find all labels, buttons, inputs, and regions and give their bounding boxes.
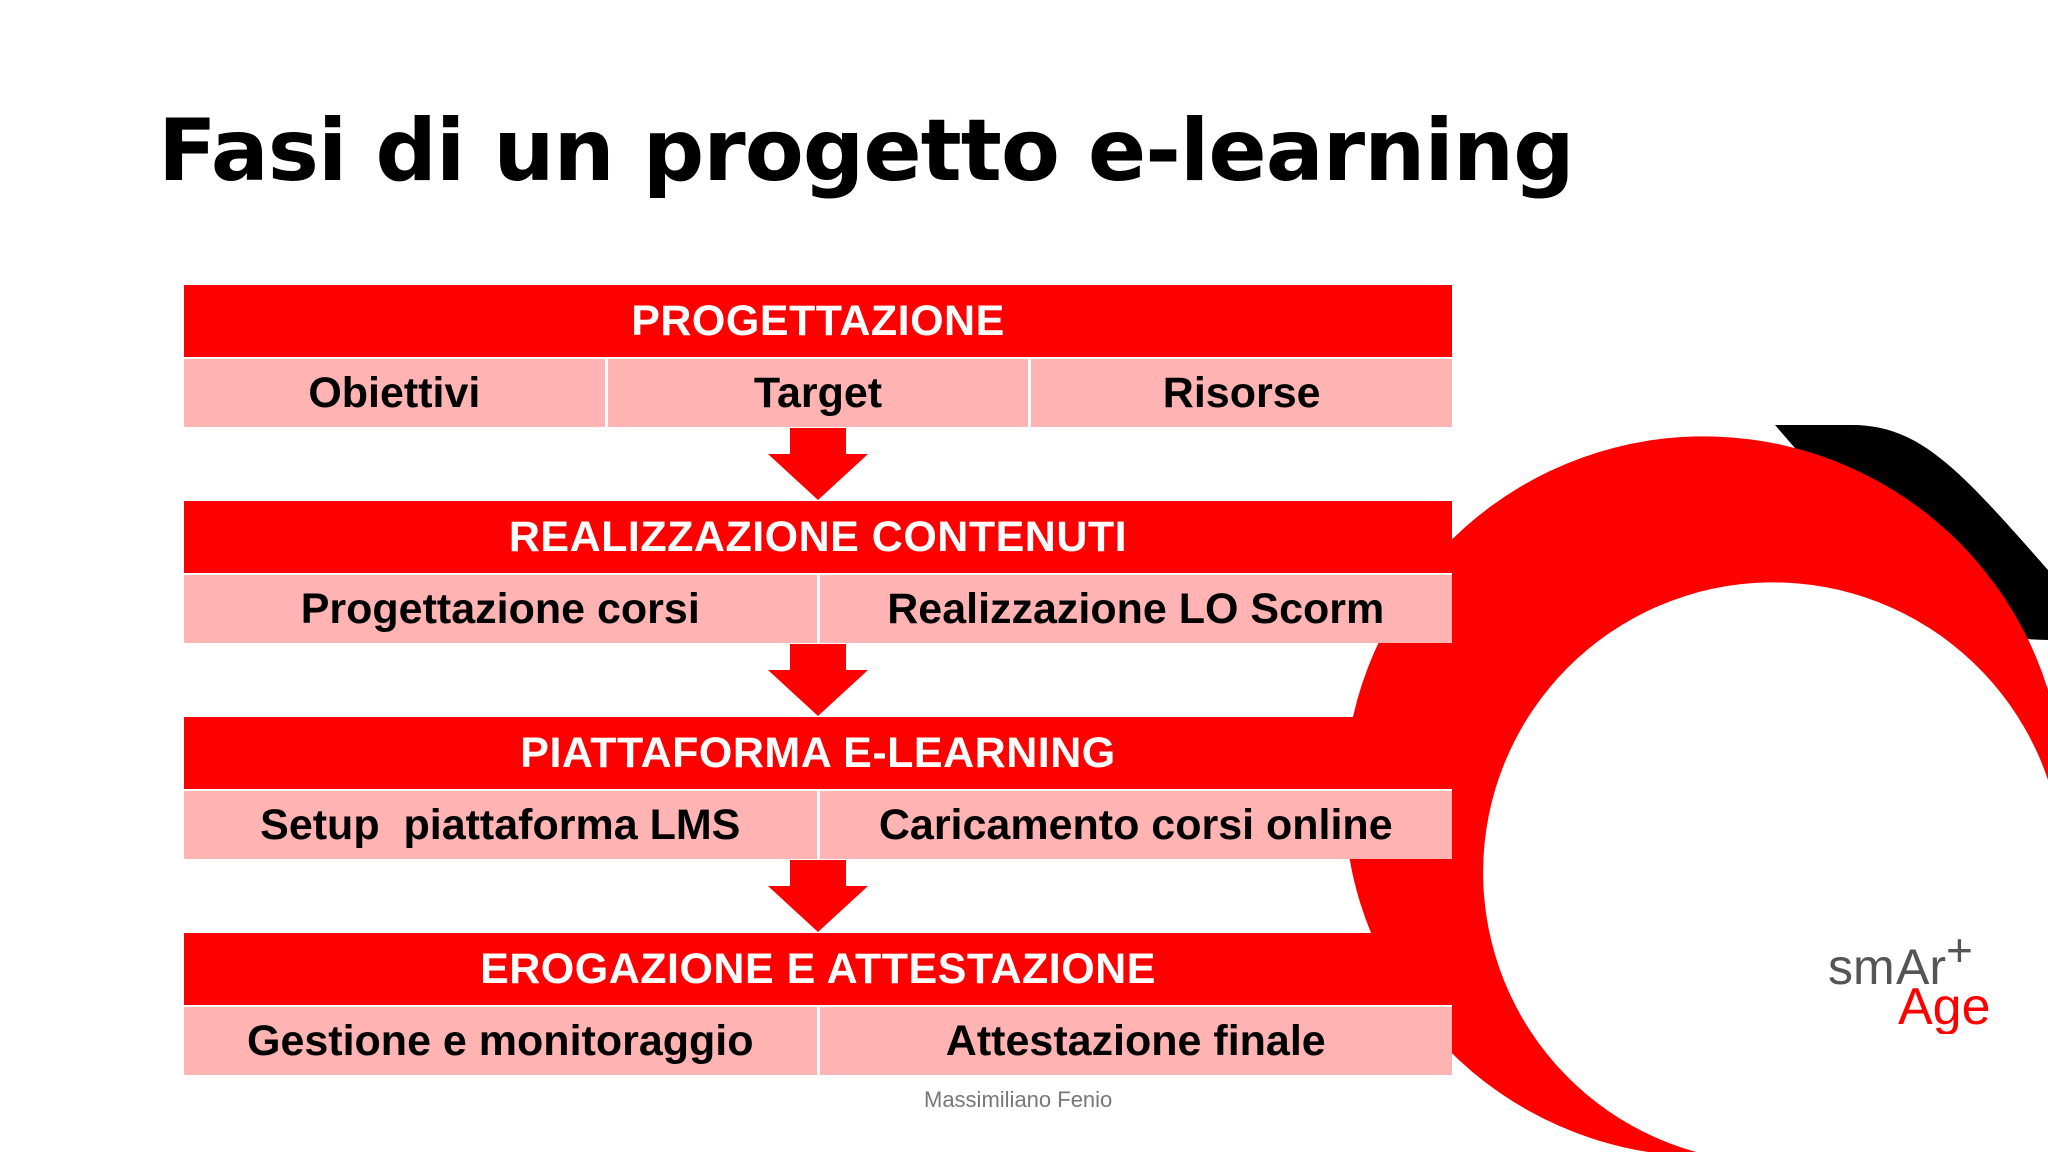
phase-header: PROGETTAZIONE — [184, 285, 1452, 357]
down-arrow-icon — [768, 428, 868, 500]
smartage-logo: sm Ar + Age — [1828, 934, 1991, 1034]
phase-items-row: Progettazione corsi Realizzazione LO Sco… — [184, 573, 1452, 643]
phase-progettazione: PROGETTAZIONE Obiettivi Target Risorse — [184, 285, 1452, 427]
phase-header: REALIZZAZIONE CONTENUTI — [184, 501, 1452, 573]
phase-item-risorse: Risorse — [1028, 359, 1452, 427]
phase-realizzazione-contenuti: REALIZZAZIONE CONTENUTI Progettazione co… — [184, 501, 1452, 643]
phase-items-row: Obiettivi Target Risorse — [184, 357, 1452, 427]
phase-item-realizzazione-lo-scorm: Realizzazione LO Scorm — [816, 575, 1453, 643]
logo-text-plus: + — [1946, 934, 1973, 976]
phase-items-row: Gestione e monitoraggio Attestazione fin… — [184, 1005, 1452, 1075]
down-arrow-icon — [768, 860, 868, 932]
phase-item-target: Target — [604, 359, 1029, 427]
phase-items-row: Setup piattaforma LMS Caricamento corsi … — [184, 789, 1452, 859]
phase-item-progettazione-corsi: Progettazione corsi — [300, 584, 700, 633]
slide-title: Fasi di un progetto e-learning — [158, 101, 1575, 201]
phase-item-gestione-monitoraggio: Gestione e monitoraggio — [247, 1016, 754, 1065]
down-arrow-icon — [768, 644, 868, 716]
logo-text-age: Age — [1898, 978, 1991, 1034]
phase-piattaforma-e-learning: PIATTAFORMA E-LEARNING Setup piattaforma… — [184, 717, 1452, 859]
footer-author: Massimiliano Fenio — [924, 1087, 1113, 1112]
logo-text-sm: sm — [1828, 939, 1895, 995]
phase-item-setup-lms: Setup piattaforma LMS — [260, 800, 741, 849]
phase-item-caricamento-corsi: Caricamento corsi online — [816, 791, 1453, 859]
phase-header: EROGAZIONE E ATTESTAZIONE — [184, 933, 1452, 1005]
phase-item-attestazione-finale: Attestazione finale — [816, 1007, 1453, 1075]
red-ring-shape — [1344, 436, 2048, 1152]
phase-erogazione-attestazione: EROGAZIONE E ATTESTAZIONE Gestione e mon… — [184, 933, 1452, 1075]
phase-header: PIATTAFORMA E-LEARNING — [184, 717, 1452, 789]
phase-item-obiettivi: Obiettivi — [308, 368, 481, 417]
logo-text-ar: Ar — [1896, 939, 1946, 995]
